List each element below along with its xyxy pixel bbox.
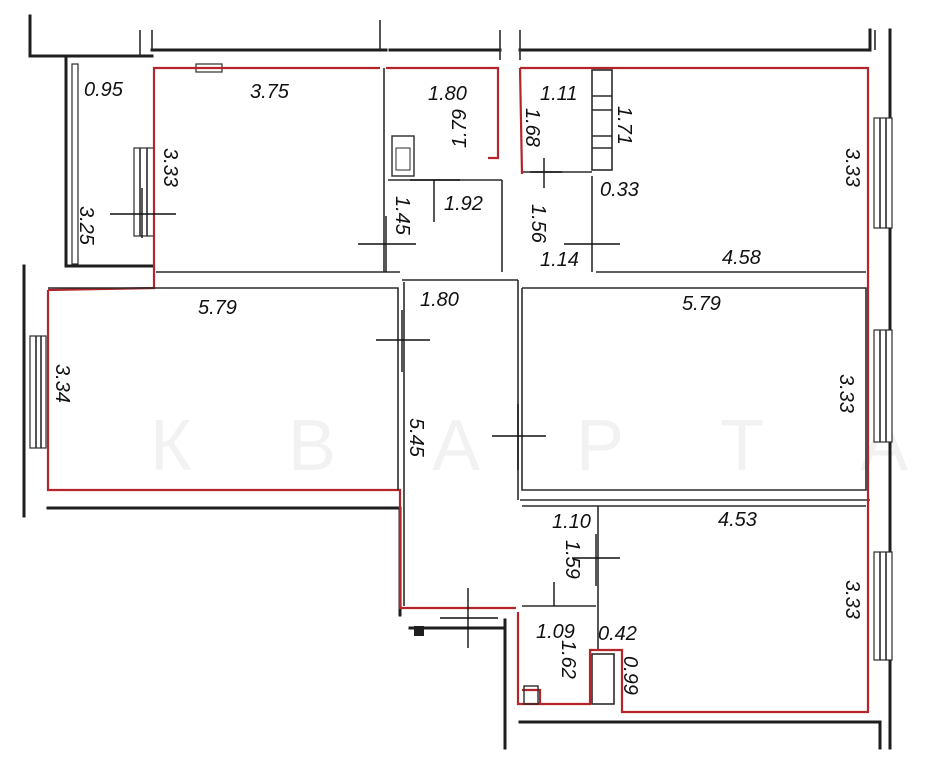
center-mark-hall1 [358, 216, 416, 272]
dim-corridor-width: 1.80 [420, 289, 459, 311]
dim-loggia-length: 3.25 [75, 206, 97, 246]
dim-wc2-depth: 1.62 [557, 640, 579, 679]
dim-bath1-width: 1.80 [428, 83, 467, 105]
watermark-text: К В А Р Т А Л [150, 406, 932, 486]
room-center-marks [110, 158, 620, 648]
center-mark-bath2 [572, 534, 620, 586]
center-mark-loggia [110, 188, 176, 238]
wall-pilasters [139, 20, 876, 60]
dim-corridor-length: 5.45 [405, 418, 427, 458]
room-dividers [48, 271, 867, 606]
dim-closet2-depth: 1.56 [527, 204, 549, 244]
dim-living-depth: 3.34 [51, 364, 73, 403]
window-kitchen [873, 329, 893, 443]
outline-bedroom1-west [47, 66, 380, 292]
outline-bath1 [386, 66, 500, 160]
dim-bedroom2-width: 4.58 [722, 247, 761, 269]
washbasin-bath1 [391, 135, 415, 177]
dim-hall1-width: 1.92 [444, 193, 483, 215]
dim-closet2-width: 1.14 [540, 249, 579, 271]
dim-bedroom2-depth: 3.33 [841, 148, 863, 187]
window-living-room [29, 335, 47, 449]
dim-hall1-depth: 1.45 [391, 196, 413, 236]
center-mark-wc1 [530, 158, 562, 188]
loggia-inner-wall [64, 54, 154, 268]
dim-bedroom1-width: 3.75 [250, 81, 290, 103]
center-mark-entrance [440, 588, 498, 648]
room-outlines [46, 66, 870, 714]
fixtures [391, 69, 615, 705]
outline-living-corridor [46, 290, 516, 610]
dim-kitchen-width: 5.79 [682, 293, 721, 315]
bottom-wall [518, 720, 882, 750]
outline-east-rooms [540, 66, 870, 714]
loggia-glazing [71, 63, 79, 265]
dim-wc2-width: 1.09 [536, 621, 575, 643]
dim-shaft-width: 0.42 [598, 623, 637, 645]
dim-bedroom3-depth: 3.33 [841, 580, 863, 619]
dim-shaft-depth: 0.99 [619, 656, 641, 695]
dim-wc1-width: 1.11 [540, 83, 577, 105]
dim-wc1-depth: 1.68 [521, 108, 543, 147]
dim-kitchen-depth: 3.33 [835, 374, 857, 413]
top-wall-right-segment [518, 28, 872, 52]
top-left-wall [28, 14, 154, 58]
dim-bath2-width: 1.10 [552, 511, 591, 533]
dim-living-width: 5.79 [198, 297, 237, 319]
dim-closet1-depth: 1.71 [613, 106, 635, 145]
dim-bath1-depth: 1.79 [449, 109, 471, 148]
window-bedroom2 [873, 117, 893, 229]
center-mark-bath1 [410, 179, 460, 222]
ventilation-shaft-1 [591, 69, 613, 171]
living-south-wall [46, 506, 402, 617]
dim-bedroom1-depth: 3.33 [159, 148, 181, 187]
dimension-labels: 0.95 3.25 3.75 3.33 1.80 1.79 1.92 1.45 … [51, 79, 863, 695]
entrance-door-jamb [414, 626, 424, 636]
ventilation-shaft-2 [591, 653, 615, 705]
dim-niche-width: 0.33 [600, 179, 639, 201]
outline-wc1 [518, 66, 600, 175]
dim-bedroom3-width: 4.53 [718, 509, 757, 531]
window-bedroom3 [873, 551, 893, 661]
interior-walls [383, 68, 870, 650]
center-mark-kitchen [492, 404, 546, 470]
dim-bath2-depth: 1.59 [561, 540, 583, 579]
dim-loggia-width: 0.95 [84, 79, 124, 101]
riser-box [523, 685, 539, 705]
outline-wc2 [516, 612, 542, 706]
center-mark-living [376, 310, 430, 372]
loggia-door-window [133, 147, 155, 237]
